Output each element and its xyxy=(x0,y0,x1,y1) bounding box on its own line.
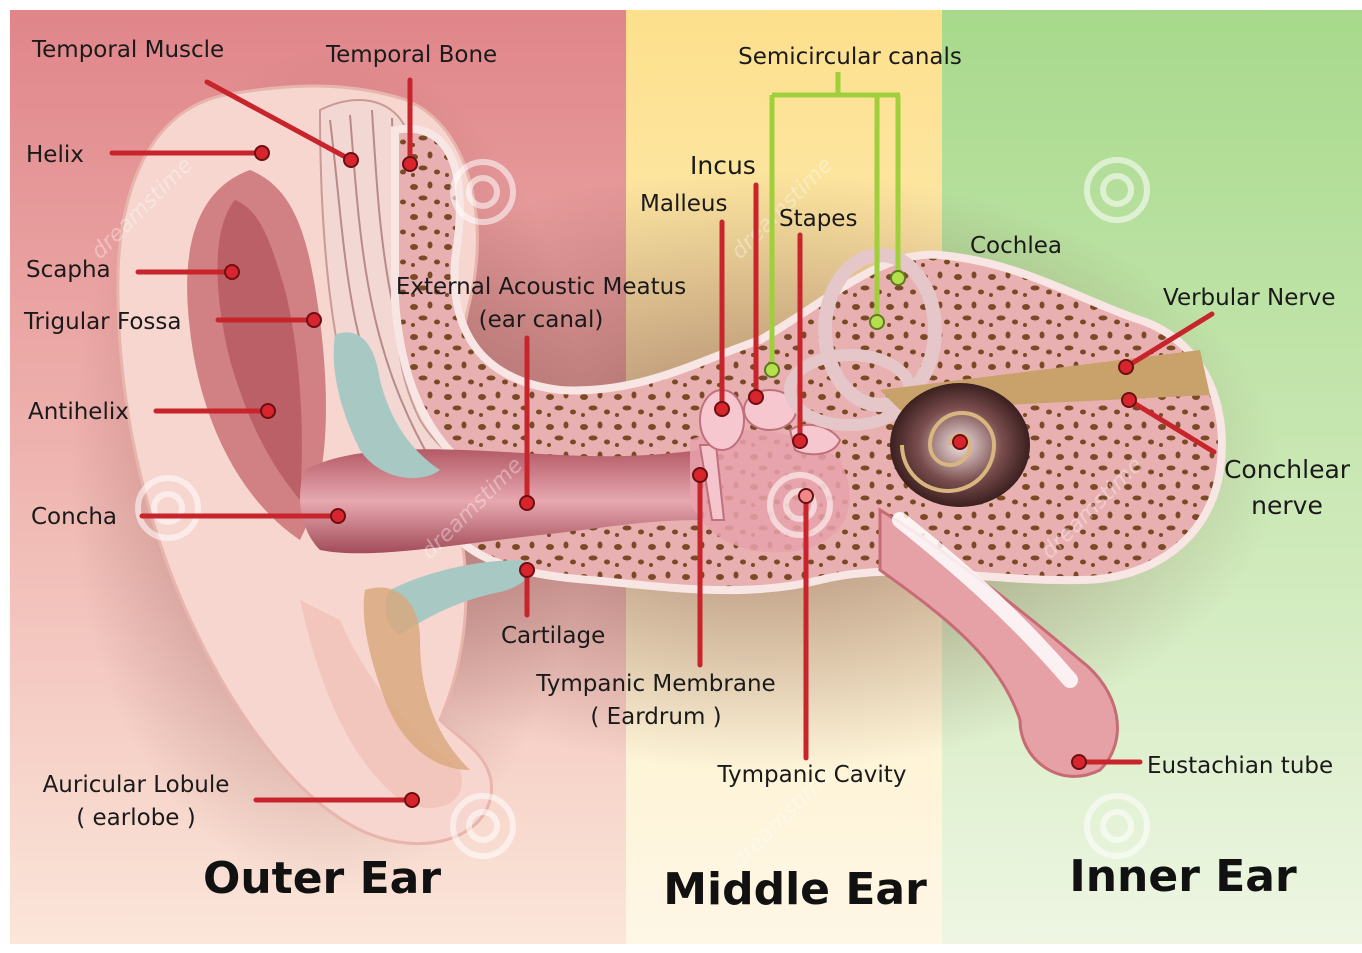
label-cartilage: Cartilage xyxy=(501,623,605,649)
label-conchlear: Conchlear xyxy=(1224,455,1351,484)
label-eustachian-tube: Eustachian tube xyxy=(1147,753,1333,779)
label-auricular-lobule: Auricular Lobule xyxy=(43,772,230,798)
label-helix: Helix xyxy=(26,142,84,168)
title-outer-ear: Outer Ear xyxy=(203,853,441,904)
label-antihelix: Antihelix xyxy=(28,399,129,425)
label-eardrum: ( Eardrum ) xyxy=(590,704,721,730)
label-tympanic-membrane: Tympanic Membrane xyxy=(535,671,775,697)
title-inner-ear: Inner Ear xyxy=(1069,851,1297,902)
label-semicircular-canals: Semicircular canals xyxy=(738,44,962,70)
label-temporal-bone: Temporal Bone xyxy=(325,42,497,68)
label-malleus: Malleus xyxy=(640,191,727,217)
canal-pointer-dot xyxy=(765,363,779,377)
label-ear-canal: (ear canal) xyxy=(479,307,604,333)
label-external-acoustic-meatus: External Acoustic Meatus xyxy=(396,274,686,300)
canal-pointer-dot xyxy=(870,315,884,329)
label-scapha: Scapha xyxy=(26,257,111,283)
label-temporal-muscle: Temporal Muscle xyxy=(31,37,224,63)
label-verbular-nerve: Verbular Nerve xyxy=(1163,285,1336,311)
title-middle-ear: Middle Ear xyxy=(663,864,927,915)
canal-pointer-dot xyxy=(891,271,905,285)
label-trigular-fossa: Trigular Fossa xyxy=(23,309,182,335)
label-concha: Concha xyxy=(31,504,117,530)
label-tympanic-cavity: Tympanic Cavity xyxy=(717,762,907,788)
label-stapes: Stapes xyxy=(779,206,857,232)
label-conchlear-nerve: nerve xyxy=(1251,491,1323,520)
label-incus: Incus xyxy=(690,151,756,180)
label-earlobe: ( earlobe ) xyxy=(76,805,195,831)
label-cochlea: Cochlea xyxy=(970,233,1062,259)
